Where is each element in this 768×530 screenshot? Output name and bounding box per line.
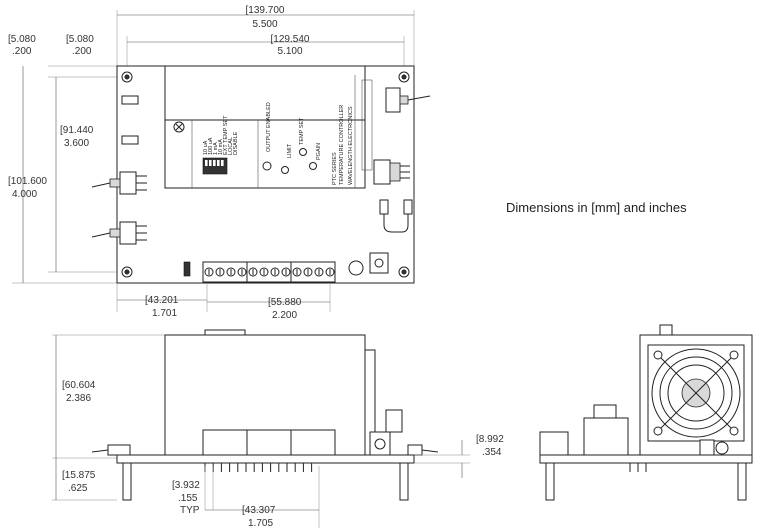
- left-edge-a-in: .200: [12, 46, 32, 57]
- left-edge-b-in: .200: [72, 46, 92, 57]
- series-label: PTC SERIES: [332, 152, 338, 185]
- dc-jack: [369, 252, 389, 274]
- top-view: [139.700 5.500 [129.540 5.100 [5.080 .20…: [8, 5, 431, 321]
- brand-label: WAVELENGTH ELECTRONICS: [348, 106, 354, 185]
- pin-pitch-mm: [3.932: [172, 480, 200, 491]
- pcb-thickness-in: .354: [482, 447, 502, 458]
- output-led: [262, 161, 272, 171]
- overall-height-in: 4.000: [12, 189, 37, 200]
- standoff-right: [399, 462, 409, 501]
- jumper: [183, 261, 191, 277]
- side-height-mm: [60.604: [62, 380, 96, 391]
- units-note: Dimensions in [mm] and inches: [506, 200, 687, 215]
- terminal-offset-in: 1.701: [152, 308, 177, 319]
- svg-text:10 mA: 10 mA: [218, 139, 224, 155]
- svg-text:EXT TEMP SET: EXT TEMP SET: [223, 115, 229, 155]
- terminal-block-icon: [202, 261, 336, 283]
- pin-span-in: 1.705: [248, 518, 273, 529]
- svg-text:100 uA: 100 uA: [208, 137, 214, 155]
- side-pins: [204, 463, 313, 472]
- fan-icon: [651, 348, 741, 438]
- hole-span-y-mm: [91.440: [60, 125, 94, 136]
- dip-labels: 10 uA 100 uA 1 mA 10 mA EXT TEMP SET LOC…: [203, 115, 239, 155]
- standoff-left: [122, 462, 132, 501]
- pin-span-mm: [43.307: [242, 505, 276, 516]
- overall-height-mm: [101.600: [8, 176, 47, 187]
- left-edge-a-mm: [5.080: [8, 34, 36, 45]
- overall-width-mm: [139.700: [246, 5, 285, 16]
- hole-span-y-in: 3.600: [64, 138, 89, 149]
- svg-text:DISABLE: DISABLE: [233, 131, 239, 155]
- terminal-length-in: 2.200: [272, 310, 297, 321]
- end-view: [539, 324, 753, 501]
- terminal-offset-mm: [43.201: [145, 295, 179, 306]
- product-label: TEMPERATURE CONTROLLER: [339, 105, 345, 185]
- end-pcb: [539, 454, 753, 464]
- fuse-clip: [379, 199, 413, 233]
- standoff-mm: [15.875: [62, 470, 96, 481]
- adjust-knob: [348, 260, 364, 276]
- limit-pot: [281, 166, 289, 174]
- left-edge-b-mm: [5.080: [66, 34, 94, 45]
- resistor-1: [121, 95, 139, 105]
- temp-set-pot: [299, 148, 307, 156]
- side-pcb: [116, 454, 415, 464]
- svg-text:LOCAL: LOCAL: [228, 137, 234, 155]
- pgain-pot: [309, 162, 317, 170]
- svg-text:1 mA: 1 mA: [213, 142, 219, 155]
- side-view: [60.604 2.386 [15.875 .625 [8.992: [52, 329, 504, 529]
- overall-width-in: 5.500: [252, 19, 277, 30]
- output-enabled-label: OUTPUT ENABLED: [266, 102, 272, 152]
- pin-pitch-in: .155: [178, 493, 198, 504]
- screw-icon: [173, 121, 185, 133]
- pgain-label: PGAIN: [316, 143, 322, 160]
- header-connector: [373, 159, 410, 185]
- pcb-thickness-mm: [8.992: [476, 434, 504, 445]
- svg-text:10 uA: 10 uA: [203, 140, 209, 155]
- power-switch-icon: [385, 87, 431, 113]
- toggle-switch-icon: [91, 171, 147, 245]
- limit-label: LIMIT: [287, 143, 293, 158]
- standoff-in: .625: [68, 483, 88, 494]
- resistor-2: [121, 135, 139, 145]
- terminal-length-mm: [55.880: [268, 297, 302, 308]
- temp-set-label: TEMP SET: [299, 117, 305, 145]
- pin-pitch-typ: TYP: [180, 505, 200, 516]
- mounting-hole-icon: [121, 71, 410, 278]
- side-height-in: 2.386: [66, 393, 91, 404]
- hole-span-x-mm: [129.540: [271, 34, 310, 45]
- heatsink-top: [164, 65, 366, 121]
- hole-span-x-in: 5.100: [277, 46, 302, 57]
- control-panel: [164, 119, 366, 189]
